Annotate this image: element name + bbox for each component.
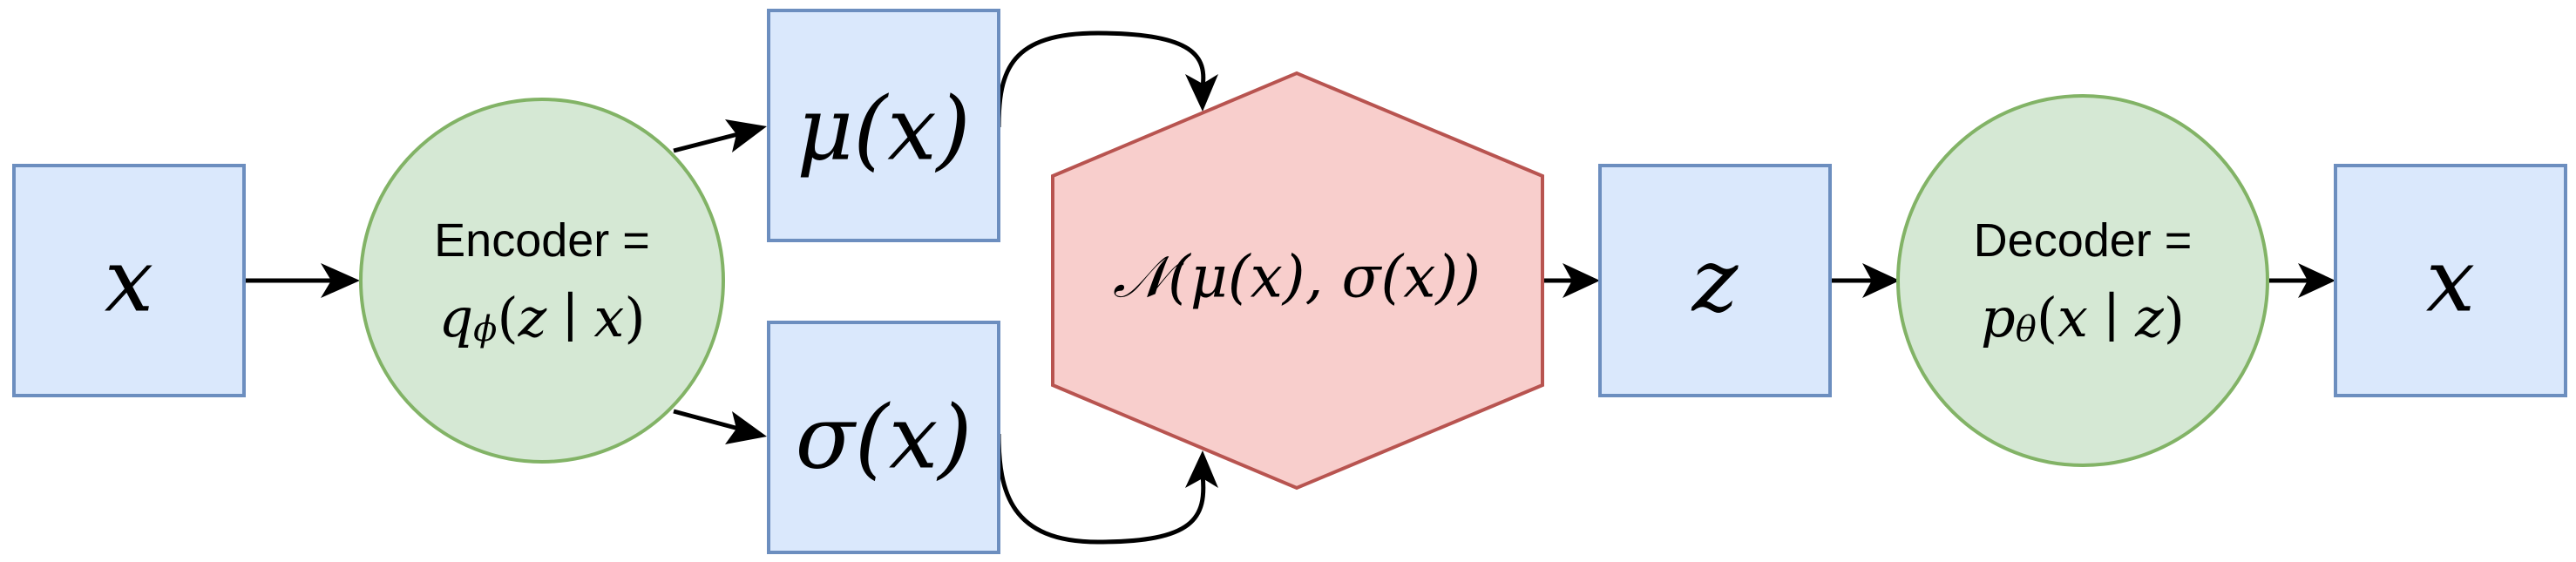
encoder-formula-close: ) <box>624 286 645 349</box>
edge-sigma-to-normal <box>996 433 1206 545</box>
arrowhead-z-to-decoder <box>1862 263 1900 298</box>
encoder-label: Encoder = <box>434 214 650 267</box>
encoder-formula-open: ( <box>497 286 518 349</box>
decoder-circle <box>1896 94 2269 467</box>
arrowhead-mu-to-normal <box>1185 74 1218 112</box>
decoder-formula-bar: ∣ <box>2104 286 2119 349</box>
sigma-box <box>767 321 1000 554</box>
encoder-formula-sub: ϕ <box>473 309 497 349</box>
arrowhead-encoder-to-mu <box>725 119 767 152</box>
sigma-node: σ(x) <box>767 321 1000 554</box>
normal-label: 𝒩(μ(x), σ(x)) <box>1113 244 1481 311</box>
arrowhead-encoder-to-sigma <box>725 411 767 444</box>
decoder-formula-sub: θ <box>2016 309 2037 349</box>
mu-label: μ(x) <box>797 78 970 180</box>
z-node: z <box>1598 164 1832 397</box>
sigma-label: σ(x) <box>796 387 973 489</box>
edge-mu-to-normal <box>996 30 1206 128</box>
encoder-formula: qϕ(z∣x) <box>438 286 645 350</box>
output-x-label: x <box>2426 230 2475 332</box>
decoder-label: Decoder = <box>1974 214 2193 267</box>
normal-hexagon <box>1051 71 1544 491</box>
input-x-box <box>12 164 246 397</box>
mu-node: μ(x) <box>767 9 1000 242</box>
encoder-formula-z: z <box>518 286 547 349</box>
decoder-formula-p: p <box>1981 286 2016 349</box>
output-x-box <box>2334 164 2567 397</box>
arrowhead-sigma-to-normal <box>1185 450 1218 488</box>
encoder-formula-x: x <box>593 286 624 349</box>
decoder-formula-close: ) <box>2164 286 2185 349</box>
mu-box <box>767 9 1000 242</box>
encoder-circle <box>359 98 725 464</box>
decoder-formula-x: x <box>2057 286 2088 349</box>
decoder-formula: pθ(x ∣z) <box>1981 286 2185 350</box>
encoder-node: Encoder = qϕ(z∣x) <box>359 98 725 464</box>
arrowhead-input-to-encoder <box>321 263 360 298</box>
decoder-formula-z: z <box>2134 286 2164 349</box>
decoder-formula-open: ( <box>2037 286 2057 349</box>
arrowhead-decoder-to-output <box>2298 263 2335 298</box>
input-x-node: x <box>12 164 246 397</box>
decoder-node: Decoder = pθ(x ∣z) <box>1896 94 2269 467</box>
encoder-formula-q: q <box>438 286 473 349</box>
output-x-node: x <box>2334 164 2567 397</box>
encoder-formula-bar: ∣ <box>562 286 578 349</box>
z-label: z <box>1691 230 1739 332</box>
normal-node: 𝒩(μ(x), σ(x)) <box>1051 71 1544 491</box>
z-box <box>1598 164 1832 397</box>
arrowhead-normal-to-z <box>1563 263 1600 298</box>
edges <box>245 30 2335 545</box>
input-x-label: x <box>105 230 153 332</box>
